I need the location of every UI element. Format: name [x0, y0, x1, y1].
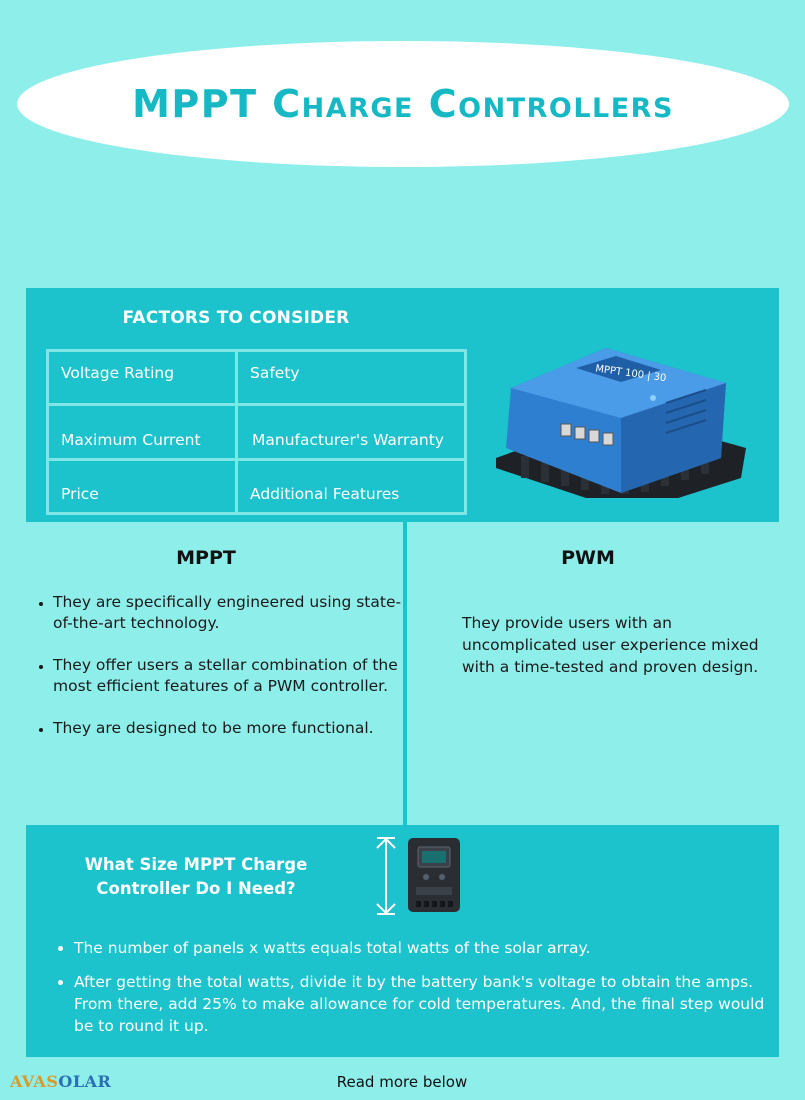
- list-item: The number of panels x watts equals tota…: [74, 937, 774, 959]
- page-title: MPPT Charge Controllers: [132, 82, 674, 126]
- list-item: After getting the total watts, divide it…: [74, 971, 774, 1037]
- mppt-heading: MPPT: [176, 547, 236, 569]
- pwm-heading: PWM: [561, 547, 615, 569]
- factor-cell: Manufacturer's Warranty: [238, 406, 464, 458]
- factor-cell: Voltage Rating: [49, 352, 235, 404]
- factor-cell: Maximum Current: [49, 406, 235, 458]
- size-heading: What Size MPPT Charge Controller Do I Ne…: [84, 855, 308, 898]
- pwm-description: They provide users with an uncomplicated…: [462, 614, 759, 676]
- title-banner: MPPT Charge Controllers: [17, 41, 789, 167]
- charge-controller-image: MPPT 100 | 30: [496, 348, 746, 498]
- read-more-link[interactable]: Read more below: [336, 1073, 468, 1091]
- list-item: They are specifically engineered using s…: [53, 592, 403, 634]
- factor-cell: Additional Features: [238, 460, 464, 512]
- factors-panel: FACTORS TO CONSIDER Voltage Rating Safet…: [26, 288, 779, 522]
- logo-part: AVAS: [10, 1072, 59, 1091]
- logo-part: O: [58, 1072, 73, 1091]
- column-divider: [403, 522, 407, 825]
- size-panel: What Size MPPT Charge Controller Do I Ne…: [26, 825, 779, 1057]
- size-points: The number of panels x watts equals tota…: [52, 937, 774, 1049]
- factors-grid: Voltage Rating Safety Maximum Current Ma…: [46, 349, 467, 515]
- controller-device-image: [408, 838, 460, 912]
- list-item: They offer users a stellar combination o…: [53, 655, 403, 697]
- factor-cell: Safety: [238, 352, 464, 404]
- avasolar-logo[interactable]: AVASOLAR: [10, 1072, 111, 1091]
- mppt-points: They are specifically engineered using s…: [30, 592, 403, 760]
- list-item: They are designed to be more functional.: [53, 718, 403, 739]
- logo-part: LAR: [72, 1072, 112, 1091]
- factors-heading: FACTORS TO CONSIDER: [122, 308, 350, 328]
- height-arrow-icon: [376, 837, 396, 915]
- factor-cell: Price: [49, 460, 235, 512]
